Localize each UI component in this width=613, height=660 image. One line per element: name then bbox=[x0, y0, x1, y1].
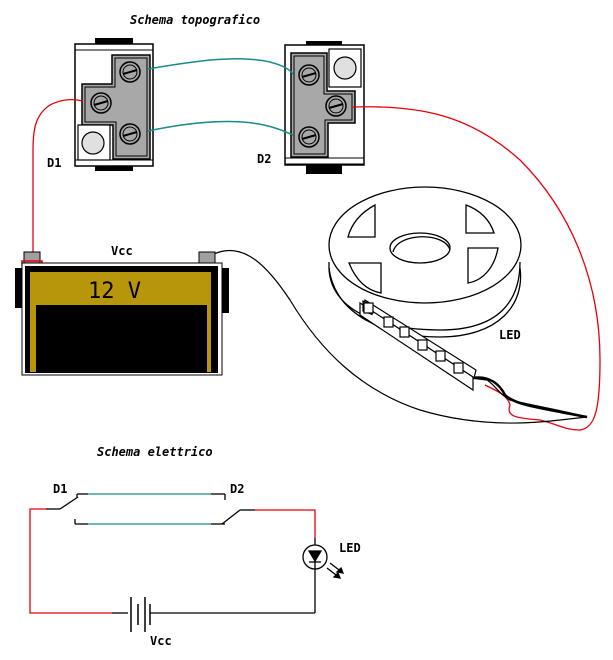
schematic-switch-d2-blade bbox=[221, 509, 241, 525]
led-chip bbox=[435, 350, 446, 362]
screw-icon bbox=[325, 95, 347, 117]
schematic-switch-d1-blade bbox=[59, 496, 79, 510]
led-chip bbox=[363, 302, 374, 314]
screw-icon bbox=[119, 61, 141, 83]
schematic-label-led: LED bbox=[339, 541, 361, 555]
switch-d2-indicator bbox=[333, 56, 357, 80]
battery-voltage: 12 V bbox=[88, 279, 141, 304]
switch-d2-bottom-tab bbox=[306, 164, 342, 174]
screw-icon bbox=[90, 92, 112, 114]
title-electric: Schema elettrico bbox=[97, 445, 213, 459]
led-chip bbox=[383, 316, 394, 328]
led-reel bbox=[328, 186, 522, 338]
schematic-label-vcc: Vcc bbox=[150, 634, 172, 648]
switch-d1-indicator bbox=[81, 131, 105, 155]
led-chip bbox=[399, 326, 410, 338]
title-topographic: Schema topografico bbox=[130, 13, 260, 27]
schematic bbox=[29, 493, 345, 632]
battery bbox=[15, 251, 229, 376]
switch-d1-top-tab bbox=[95, 38, 133, 47]
screw-icon bbox=[119, 123, 141, 145]
traveller-wire-bottom bbox=[147, 120, 294, 136]
switch-d2 bbox=[284, 41, 365, 174]
phase-wire-d2-led bbox=[352, 106, 601, 431]
led-chip bbox=[417, 339, 428, 351]
led-strip bbox=[359, 299, 477, 392]
traveller-wire-top bbox=[147, 57, 294, 75]
switch-d1 bbox=[74, 38, 154, 171]
label-d1: D1 bbox=[47, 156, 61, 170]
label-vcc: Vcc bbox=[111, 244, 133, 258]
schematic-wire-phase-right bbox=[255, 509, 316, 538]
battery-terminal-positive bbox=[23, 251, 41, 265]
screw-icon bbox=[298, 126, 320, 148]
phase-wire-battery-d1 bbox=[32, 98, 84, 255]
label-led: LED bbox=[499, 328, 521, 342]
schematic-label-d1: D1 bbox=[53, 482, 67, 496]
battery-terminal-negative bbox=[198, 251, 216, 265]
screw-icon bbox=[298, 64, 320, 86]
label-d2: D2 bbox=[257, 152, 271, 166]
switch-d1-bottom-tab bbox=[95, 165, 133, 171]
schematic-label-d2: D2 bbox=[230, 482, 244, 496]
led-chip bbox=[453, 362, 464, 374]
switch-d2-top-tab bbox=[306, 41, 342, 47]
schematic-wire-phase-left bbox=[29, 508, 112, 614]
